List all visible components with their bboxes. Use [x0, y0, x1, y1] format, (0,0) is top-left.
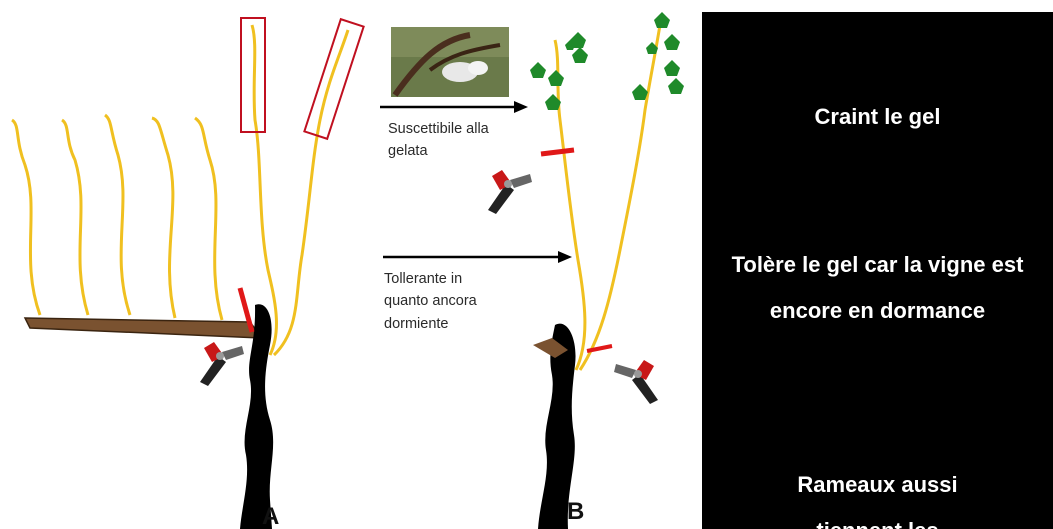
panel-text-shoots-cont: tiennent les: [702, 508, 1053, 529]
panel-text-frost-sensitive: Craint le gel: [702, 94, 1053, 140]
arrow-top-text-line: gelata: [388, 143, 428, 159]
panel-text-frost-tolerant: Tolère le gel car la vigne est encore en…: [702, 242, 1053, 334]
pruning-shears-icon: [488, 170, 532, 214]
cane: [62, 120, 88, 315]
arrow-bottom-text-line: quanto ancora: [384, 293, 478, 309]
cut-mark: [541, 150, 574, 154]
pruning-shears-icon: [614, 360, 658, 404]
shoot: [580, 25, 660, 370]
panel-text-shoots: Rameaux aussi: [702, 462, 1053, 508]
explanation-panel: Craint le gel Tolère le gel car la vigne…: [702, 12, 1053, 529]
highlight-box: [304, 19, 363, 139]
arrow-top-text-line: Suscettibile alla: [388, 121, 490, 137]
arrow-bottom: [383, 251, 572, 263]
arrow-bottom-text-line: dormiente: [384, 316, 448, 332]
cane: [12, 120, 40, 315]
vine-b: [488, 12, 684, 529]
pruning-shears-icon: [200, 342, 244, 386]
label-b: B: [567, 498, 584, 525]
cane: [195, 118, 222, 320]
vine-a: [12, 18, 364, 529]
frost-photo: [391, 27, 509, 97]
pruning-diagram: Suscettibile alla gelata Tollerante in q…: [0, 0, 702, 529]
shoot: [555, 40, 585, 370]
arrow-top: [380, 101, 528, 113]
cane: [105, 115, 130, 315]
cordon: [25, 318, 262, 338]
arrow-bottom-text-line: Tollerante in: [384, 271, 462, 287]
cane: [152, 118, 175, 318]
shoot: [274, 30, 348, 355]
label-a: A: [262, 503, 279, 529]
leaves: [632, 12, 684, 100]
cut-mark: [587, 346, 612, 351]
